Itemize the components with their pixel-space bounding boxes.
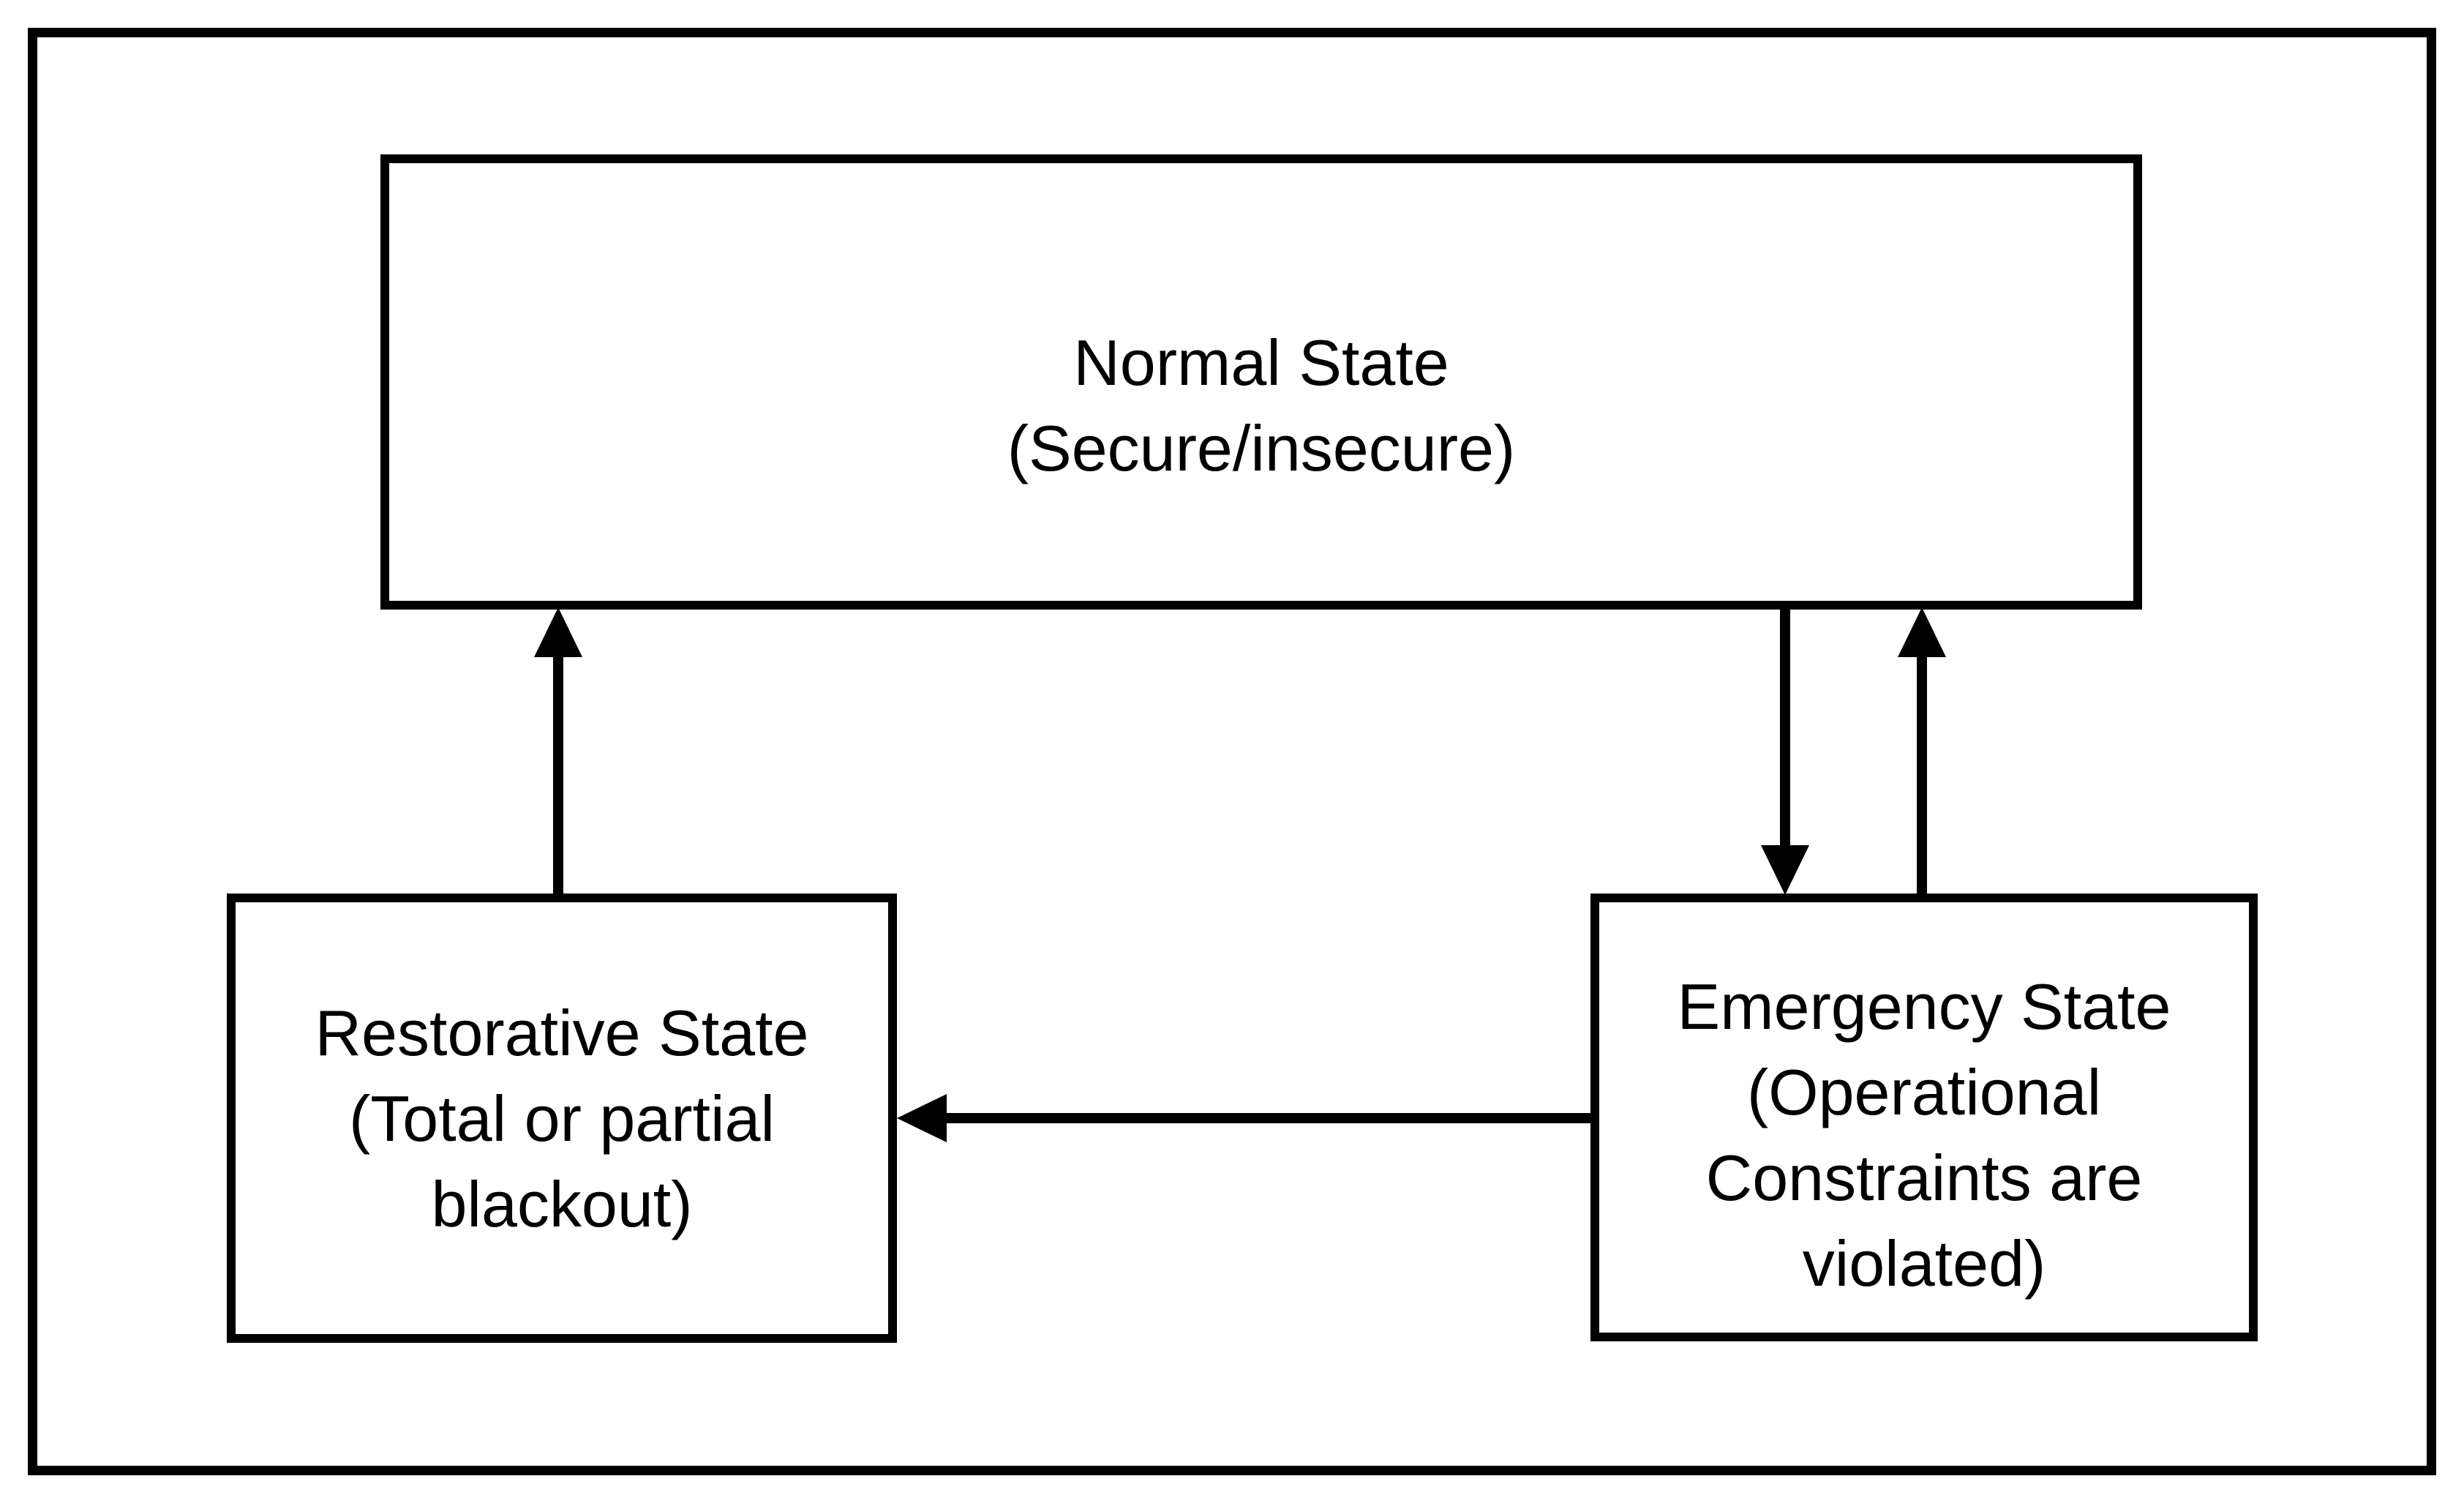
node-normal-state: Normal State (Secure/insecure)	[380, 154, 2142, 610]
node-normal-state-label: Normal State (Secure/insecure)	[1007, 326, 1516, 484]
node-emergency-state: Emergency State (Operational Constraints…	[1590, 894, 2258, 1341]
diagram-outer-border	[28, 28, 2436, 1475]
node-restorative-state: Restorative State (Total or partial blac…	[227, 894, 897, 1343]
node-emergency-state-label: Emergency State (Operational Constraints…	[1677, 970, 2171, 1300]
node-restorative-state-label: Restorative State (Total or partial blac…	[315, 996, 809, 1240]
